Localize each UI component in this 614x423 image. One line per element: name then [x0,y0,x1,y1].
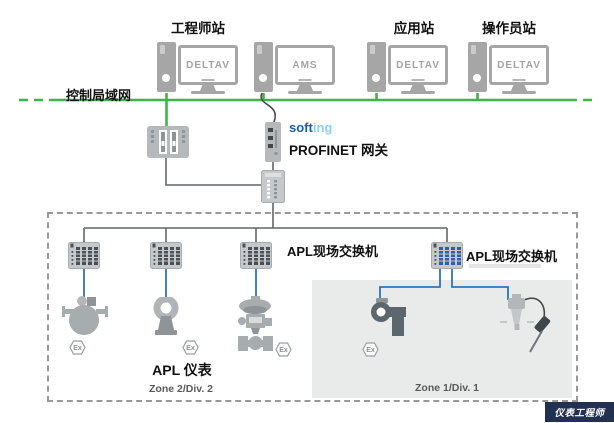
watermark-text: 仪表工程师 [554,408,605,419]
monitor-base [191,91,225,94]
monitor-screen-dash [512,79,526,81]
monitor-icon: AMS [275,45,335,85]
station-label-application: 应用站 [393,21,435,36]
apl-segment-dashed-box [47,212,578,402]
workstation-engineer: DELTAV [157,42,249,95]
zone2-label: Zone 2/Div. 2 [149,383,213,395]
workstation-application: DELTAV [367,42,459,95]
apl-instruments-label: APL 仪表 [152,362,212,378]
pc-tower-icon [367,42,386,92]
gateway-label: PROFINET 网关 [289,143,389,158]
workstation-operator: DELTAV [468,42,560,95]
monitor-screen-dash [411,79,425,81]
monitor-icon: DELTAV [489,45,549,85]
monitor-stand [297,85,313,91]
softing-logo-light: ing [312,120,333,135]
monitor-base [288,91,322,94]
station-label-engineer: 工程师站 [171,21,225,36]
apl-switch-label-left: APL现场交换机 [287,244,379,259]
softing-logo-dark: soft [289,120,313,135]
controller-to-switch [165,156,263,186]
monitor-base [401,91,435,94]
monitor-screen-text: DELTAV [497,59,541,71]
monitor-screen-text: DELTAV [186,59,230,71]
zone1-label: Zone 1/Div. 1 [415,382,479,394]
monitor-icon: DELTAV [178,45,238,85]
pc-tower-icon [254,42,273,92]
faint-watermark-smudge [469,264,541,268]
monitor-base [502,91,536,94]
pc-tower-icon [157,42,176,92]
pc-tower-icon [468,42,487,92]
monitor-screen-text: AMS [292,59,318,71]
station-label-operator: 操作员站 [482,21,536,36]
monitor-screen-dash [201,79,215,81]
lan-label: 控制局域网 [66,88,132,103]
workstation-ams: AMS [254,42,346,95]
ethernet-switch-icon [261,170,285,203]
watermark-banner: 仪表工程师 [545,402,614,422]
cable-ams-to-gateway [260,92,277,123]
monitor-icon: DELTAV [388,45,448,85]
monitor-stand [410,85,426,91]
deltav-controller-icon [147,126,189,158]
monitor-screen-dash [298,79,312,81]
monitor-stand [200,85,216,91]
monitor-stand [511,85,527,91]
profinet-gateway-icon [265,122,281,162]
monitor-screen-text: DELTAV [396,59,440,71]
apl-switch-label-right: APL现场交换机 [466,249,558,264]
softing-logo: softing [289,120,332,135]
